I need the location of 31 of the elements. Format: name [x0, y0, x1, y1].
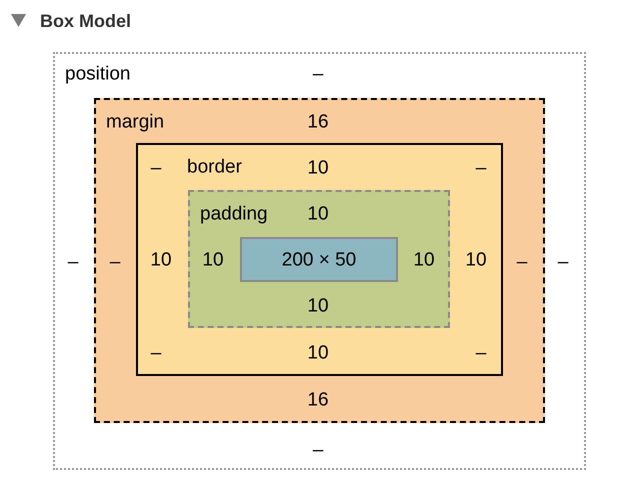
margin-box [94, 98, 545, 423]
box-label: margin [106, 112, 164, 132]
box-label: padding [200, 204, 268, 224]
value-text: 10 [307, 204, 329, 224]
value-text: – [312, 64, 324, 84]
value-text: 16 [307, 390, 329, 410]
value-text: 10 [307, 158, 329, 178]
value-text: 10 [307, 296, 329, 316]
value-text: – [110, 252, 120, 272]
box-label: position [65, 64, 130, 84]
value-text: – [68, 252, 78, 272]
border-box [136, 143, 503, 376]
value-text: – [312, 440, 324, 460]
value-text: 10 [413, 250, 435, 270]
value-text: – [476, 344, 486, 362]
value-text: – [516, 252, 528, 272]
box-label: border [187, 158, 242, 176]
value-text: – [150, 344, 162, 362]
position-box [53, 52, 586, 470]
value-text: – [150, 158, 162, 178]
padding-box [188, 190, 450, 328]
value-text: 10 [307, 344, 329, 362]
value-text: – [476, 158, 486, 178]
section-title: Box Model [40, 10, 132, 33]
content-box [240, 237, 398, 282]
value-text: 10 [202, 250, 224, 270]
content-size-text: 200 × 50 [282, 250, 356, 270]
value-text: 10 [150, 250, 172, 270]
value-text: 16 [307, 112, 329, 132]
value-text: 10 [465, 250, 487, 270]
value-text: – [558, 252, 568, 272]
